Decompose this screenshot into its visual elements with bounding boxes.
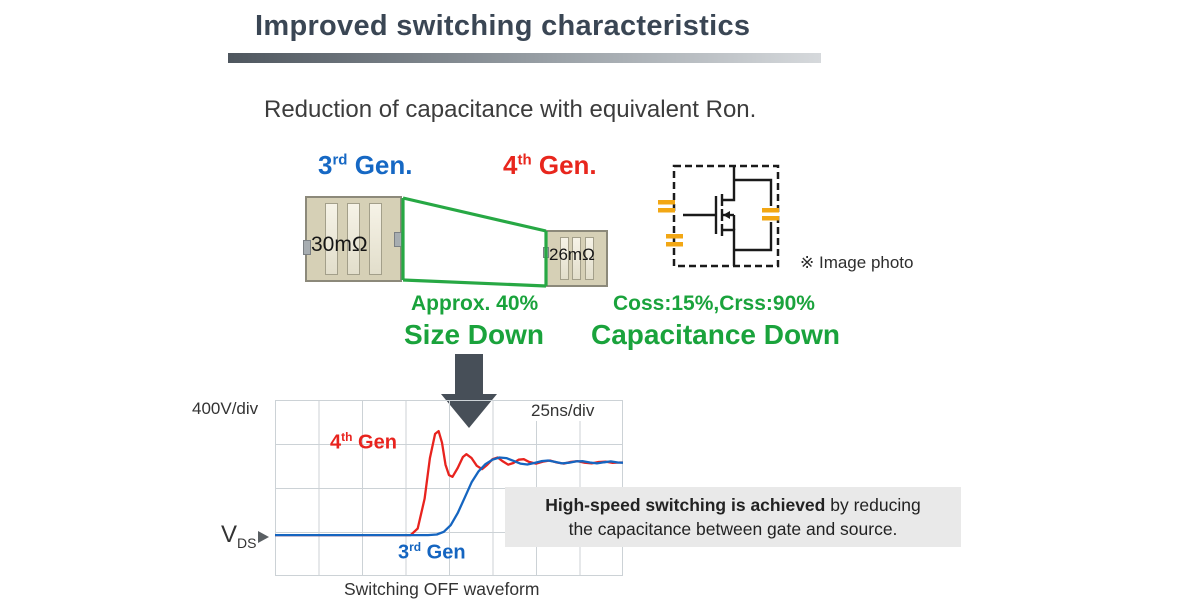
mosfet-circuit-diagram <box>658 164 780 268</box>
chip-stripe <box>325 203 338 275</box>
gen3-heading: 3rd Gen. <box>318 150 413 180</box>
chip-stripe <box>572 237 581 280</box>
waveform-plot <box>275 429 623 537</box>
vds-axis-label: VDS <box>221 521 257 551</box>
x-scale-label: 25ns/div <box>529 401 597 421</box>
title-underline-bar <box>228 53 821 63</box>
trace-label-gen3: 3rd Gen <box>398 540 466 564</box>
chip-stripe <box>584 237 594 280</box>
waveform-caption: Switching OFF waveform <box>344 579 540 599</box>
chip-pad <box>394 232 402 247</box>
chip-stripe <box>347 203 360 275</box>
mosfet-symbol <box>683 166 773 266</box>
callout-line2: the capacitance between gate and source. <box>568 519 898 539</box>
chip-stripe <box>559 237 569 280</box>
y-scale-label: 400V/div <box>192 399 259 418</box>
chip-photo-gen3 <box>305 196 402 282</box>
size-down-label: Size Down <box>404 319 545 350</box>
size-reduction-percent: Approx. 40% <box>411 292 539 315</box>
capacitance-down-label: Capacitance Down <box>591 319 840 350</box>
chip-small-resistance-label: 26mΩ <box>549 245 595 264</box>
capacitor-icons <box>658 200 779 247</box>
subtitle: Reduction of capacitance with equivalent… <box>264 96 757 123</box>
gen4-heading: 4th Gen. <box>503 150 597 180</box>
chip-stripe <box>369 203 382 275</box>
highlight-callout: High-speed switching is achieved by redu… <box>505 487 961 547</box>
trace-label-gen4: 4th Gen <box>330 430 397 454</box>
mosfet-body-arrow <box>723 211 730 219</box>
callout-line1: High-speed switching is achieved by redu… <box>545 494 921 515</box>
capacitance-values: Coss:15%,Crss:90% <box>613 292 815 315</box>
chip-pad <box>303 240 311 255</box>
page-title: Improved switching characteristics <box>255 10 751 42</box>
chip-large-resistance-label: 30mΩ <box>311 233 368 256</box>
trace-3rd-gen <box>275 456 623 537</box>
vds-arrow-marker <box>258 531 269 543</box>
image-photo-note: ※ Image photo <box>800 253 914 272</box>
